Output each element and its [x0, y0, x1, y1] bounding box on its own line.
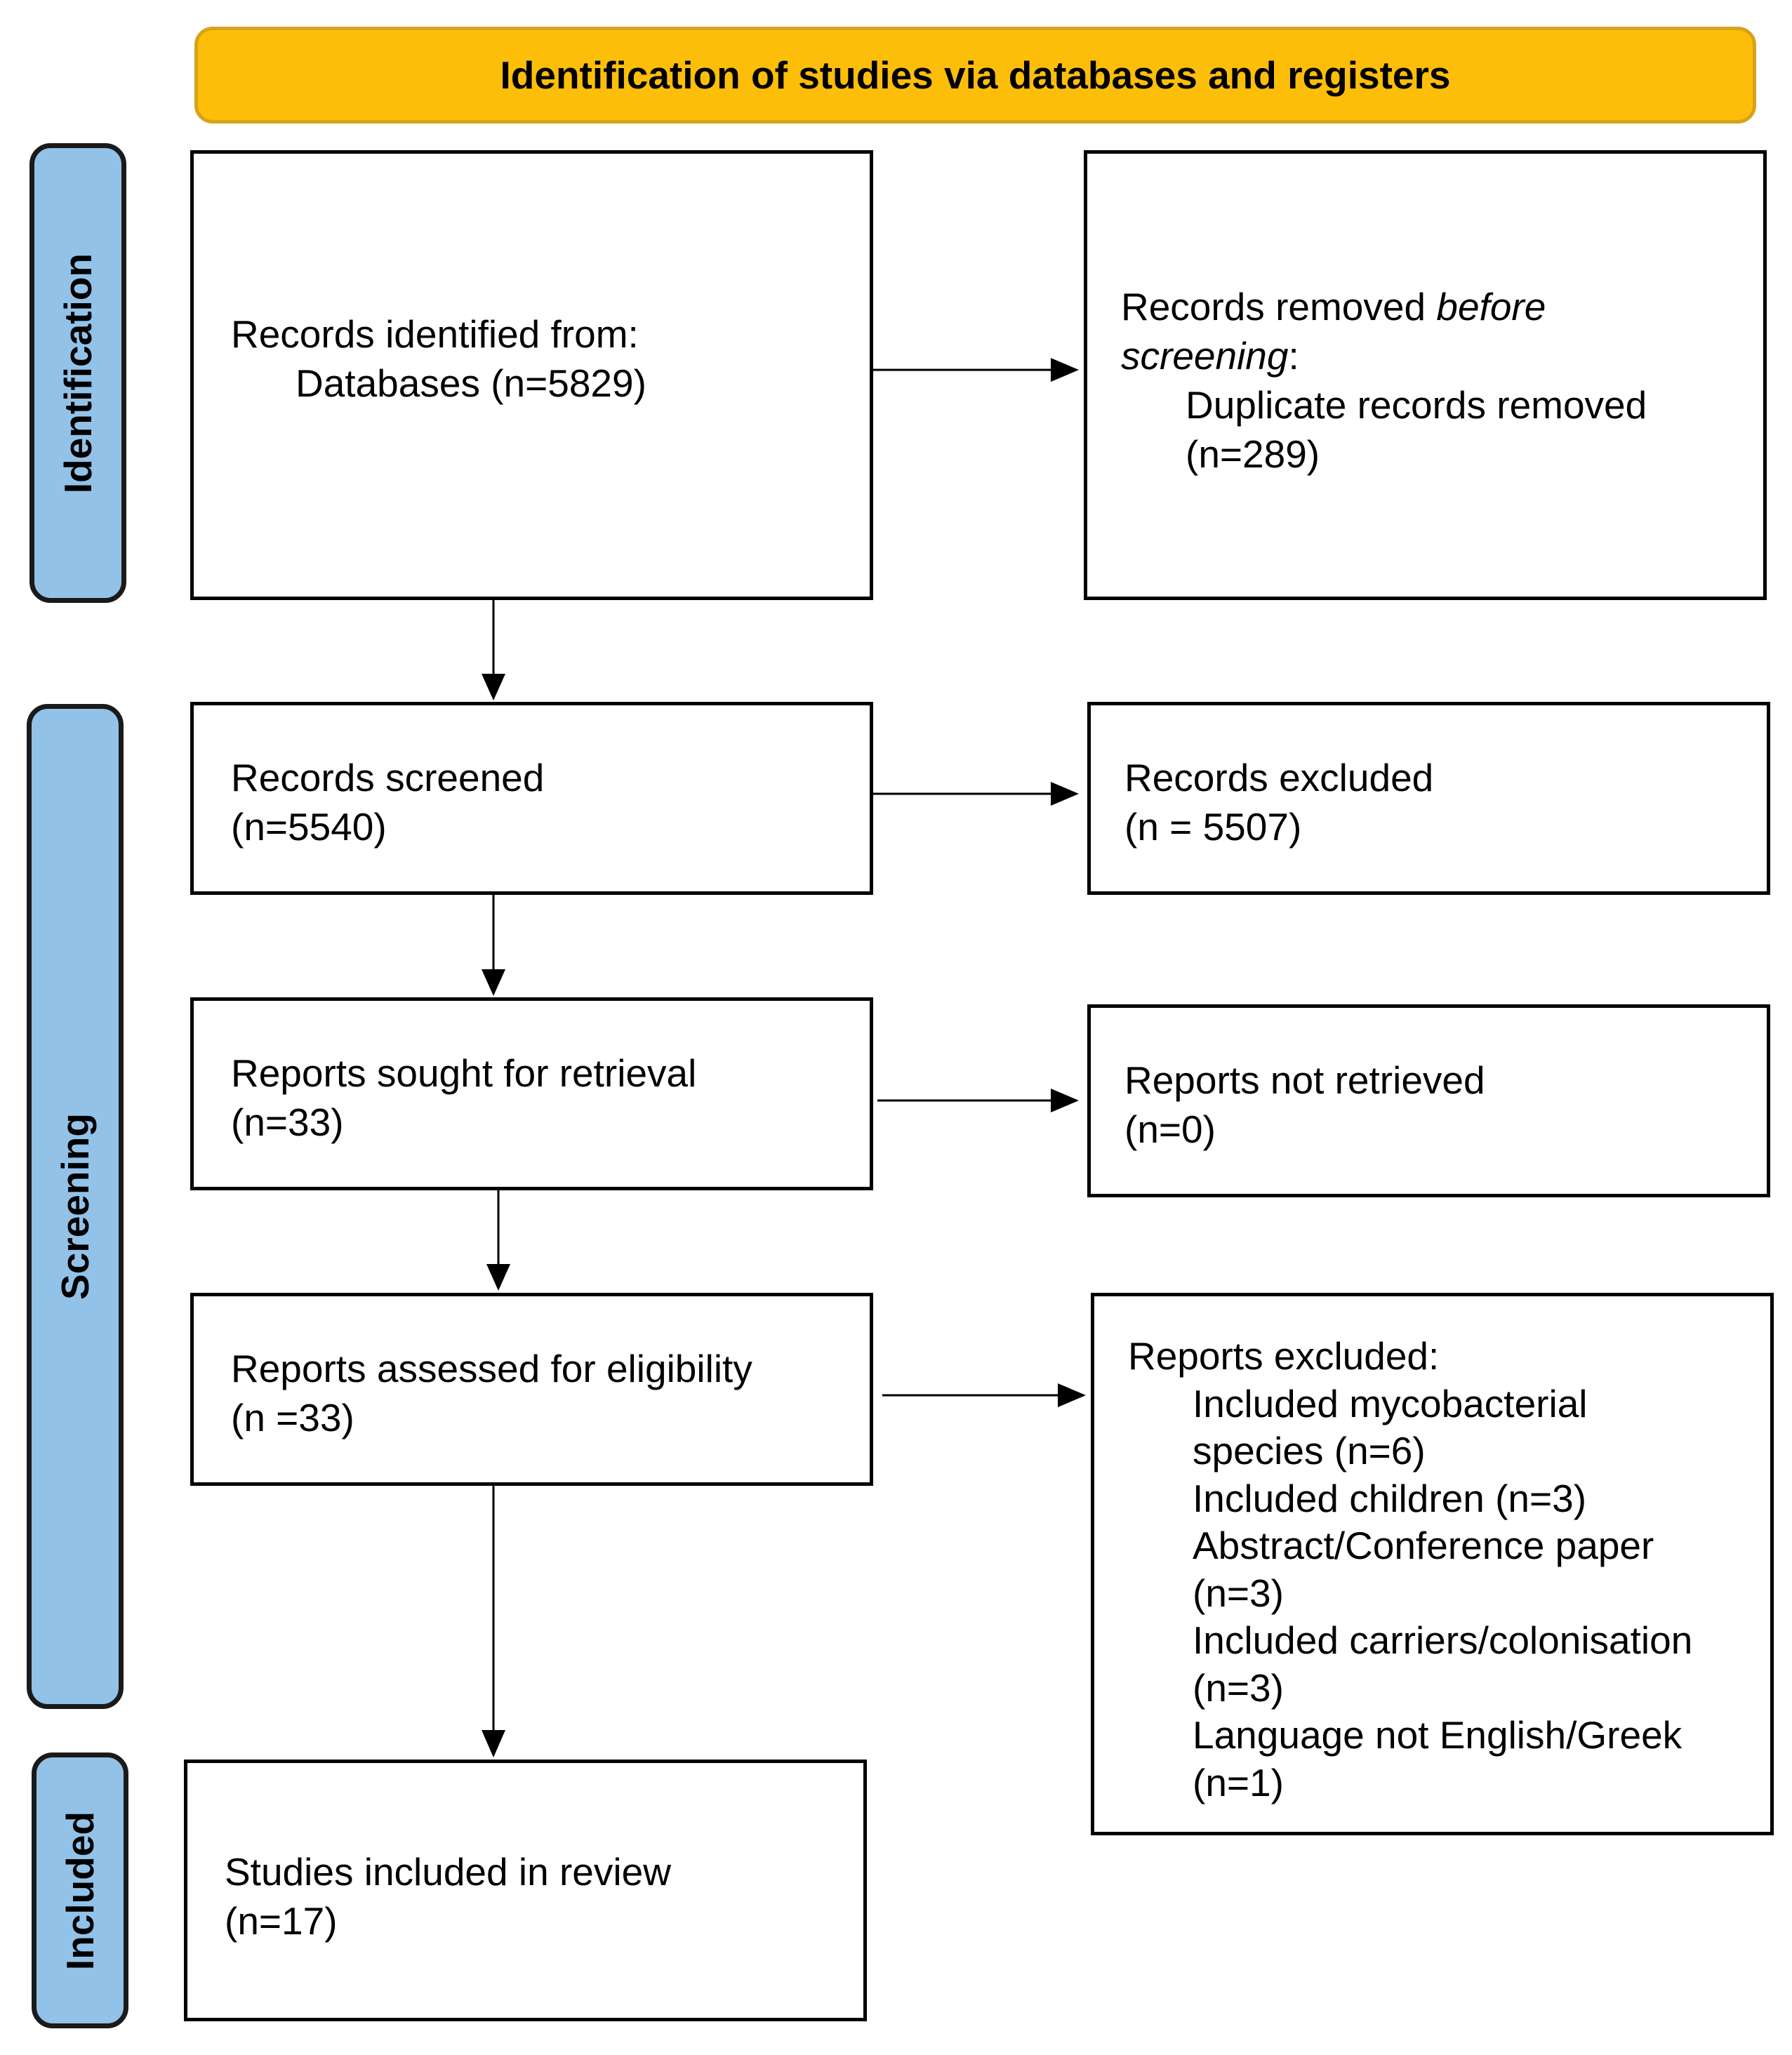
- phase-included: Included: [32, 1753, 128, 2028]
- arrowhead-sought-to-assessed: [486, 1264, 510, 1291]
- reports-excluded-reason: (n=3): [1193, 1571, 1284, 1615]
- records-removed-title-cont: screening:: [1121, 331, 1763, 380]
- arrowhead-screened-to-excluded: [1051, 782, 1079, 806]
- records-excluded-count: (n = 5507): [1124, 805, 1302, 849]
- studies-included-count: (n=17): [225, 1899, 338, 1943]
- reports-excluded-reason: Language not English/Greek: [1193, 1713, 1683, 1757]
- records-identified-databases: Databases (n=5829): [296, 361, 646, 405]
- reports-sought-count: (n=33): [231, 1100, 344, 1144]
- records-excluded-title: Records excluded: [1124, 756, 1434, 799]
- reports-sought-title: Reports sought for retrieval: [231, 1051, 697, 1095]
- arrowhead-screened-to-sought: [482, 969, 505, 996]
- studies-included-title: Studies included in review: [225, 1850, 671, 1894]
- reports-excluded-reason: Abstract/Conference paper: [1193, 1524, 1654, 1567]
- reports-assessed-box: Reports assessed for eligibility (n =33): [190, 1293, 873, 1486]
- reports-excluded-reason: species (n=6): [1193, 1429, 1426, 1472]
- records-removed-title-prefix: Records removed: [1121, 285, 1437, 328]
- arrowhead-sought-to-not-retrieved: [1051, 1089, 1079, 1112]
- arrowhead-identified-to-screened: [482, 674, 505, 700]
- studies-included-box: Studies included in review (n=17): [184, 1760, 867, 2021]
- reports-excluded-title: Reports excluded:: [1128, 1334, 1440, 1378]
- reports-excluded-reason: (n=3): [1193, 1665, 1284, 1710]
- reports-excluded-reason: Included mycobacterial: [1193, 1381, 1588, 1425]
- reports-not-retrieved-title: Reports not retrieved: [1124, 1058, 1485, 1102]
- reports-not-retrieved-count: (n=0): [1124, 1108, 1216, 1151]
- header-banner: Identification of studies via databases …: [194, 27, 1756, 124]
- arrowhead-identified-to-removed: [1051, 358, 1079, 382]
- records-removed-title-emph2: screening: [1121, 334, 1289, 378]
- records-screened-count: (n=5540): [231, 805, 387, 849]
- records-removed-title-emph: before: [1436, 285, 1546, 328]
- reports-assessed-count: (n =33): [231, 1396, 354, 1439]
- records-removed-duplicates: Duplicate records removed: [1186, 383, 1647, 427]
- records-removed-box: Records removed before screening: Duplic…: [1084, 150, 1767, 600]
- arrowhead-assessed-to-included: [482, 1730, 505, 1757]
- records-identified-box: Records identified from: Databases (n=58…: [190, 150, 873, 600]
- records-removed-title-suffix: :: [1288, 334, 1299, 378]
- reports-excluded-reason: Included carriers/colonisation: [1193, 1618, 1693, 1662]
- records-removed-count: (n=289): [1186, 432, 1320, 476]
- records-removed-title: Records removed before: [1121, 282, 1763, 331]
- records-identified-title: Records identified from:: [231, 312, 639, 356]
- reports-excluded-box: Reports excluded: Included mycobacterial…: [1091, 1293, 1774, 1835]
- phase-screening: Screening: [27, 704, 124, 1709]
- reports-assessed-title: Reports assessed for eligibility: [231, 1347, 752, 1390]
- phase-identification: Identification: [29, 143, 126, 603]
- records-screened-title: Records screened: [231, 756, 545, 799]
- reports-excluded-reason: Included children (n=3): [1193, 1476, 1587, 1520]
- header-title: Identification of studies via databases …: [500, 53, 1451, 97]
- reports-not-retrieved-box: Reports not retrieved (n=0): [1087, 1004, 1770, 1197]
- arrowhead-assessed-to-excluded: [1058, 1383, 1086, 1407]
- records-excluded-box: Records excluded (n = 5507): [1087, 702, 1770, 895]
- records-screened-box: Records screened (n=5540): [190, 702, 873, 895]
- reports-sought-box: Reports sought for retrieval (n=33): [190, 997, 873, 1190]
- reports-excluded-reason: (n=1): [1193, 1760, 1284, 1804]
